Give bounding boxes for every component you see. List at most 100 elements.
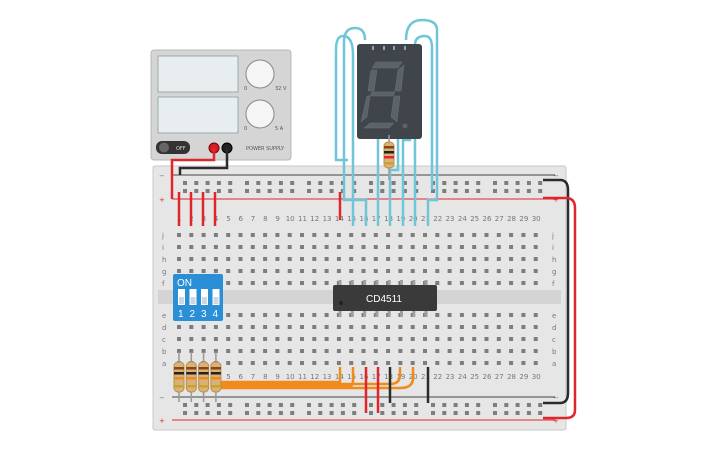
breadboard-hole[interactable] (263, 257, 268, 261)
breadboard-hole[interactable] (226, 325, 231, 329)
breadboard-hole[interactable] (386, 257, 391, 261)
breadboard-hole[interactable] (472, 361, 477, 365)
breadboard-hole[interactable] (201, 337, 206, 341)
breadboard-hole[interactable] (238, 269, 243, 273)
breadboard-hole[interactable] (263, 313, 268, 317)
breadboard-hole[interactable] (349, 361, 354, 365)
breadboard-hole[interactable] (238, 361, 243, 365)
breadboard-hole[interactable] (226, 349, 231, 353)
breadboard-hole[interactable] (398, 245, 403, 249)
breadboard-hole[interactable] (263, 245, 268, 249)
breadboard-hole[interactable] (189, 325, 194, 329)
breadboard-hole[interactable] (459, 257, 464, 261)
breadboard-hole[interactable] (201, 269, 206, 273)
breadboard-hole[interactable] (373, 325, 378, 329)
breadboard-hole[interactable] (213, 325, 218, 329)
breadboard-hole[interactable] (275, 281, 280, 285)
rail-hole[interactable] (493, 189, 497, 193)
breadboard-hole[interactable] (312, 269, 317, 273)
rail-hole[interactable] (369, 189, 373, 193)
wire-red-right-rail[interactable] (543, 196, 577, 420)
breadboard-hole[interactable] (472, 281, 477, 285)
rail-hole[interactable] (380, 181, 385, 185)
breadboard-hole[interactable] (533, 233, 538, 237)
breadboard-hole[interactable] (336, 233, 341, 237)
breadboard-hole[interactable] (410, 257, 415, 261)
breadboard-hole[interactable] (300, 337, 304, 341)
pulldown-resistor[interactable] (198, 352, 210, 402)
breadboard-hole[interactable] (521, 349, 526, 353)
rail-hole[interactable] (538, 181, 543, 185)
breadboard-hole[interactable] (275, 313, 280, 317)
breadboard-hole[interactable] (386, 269, 391, 273)
breadboard-hole[interactable] (324, 313, 329, 317)
breadboard-hole[interactable] (447, 337, 452, 341)
rail-hole[interactable] (307, 181, 311, 185)
breadboard-hole[interactable] (521, 361, 526, 365)
breadboard-hole[interactable] (324, 281, 329, 285)
rail-hole[interactable] (318, 181, 323, 185)
breadboard-hole[interactable] (472, 233, 477, 237)
breadboard-hole[interactable] (484, 325, 489, 329)
breadboard-hole[interactable] (177, 269, 181, 273)
breadboard-hole[interactable] (459, 269, 464, 273)
rail-hole[interactable] (290, 411, 295, 415)
breadboard-hole[interactable] (312, 257, 317, 261)
rail-hole[interactable] (267, 181, 272, 185)
breadboard-hole[interactable] (201, 349, 206, 353)
breadboard-hole[interactable] (213, 257, 218, 261)
breadboard-hole[interactable] (263, 349, 268, 353)
breadboard-hole[interactable] (373, 361, 378, 365)
rail-hole[interactable] (352, 411, 357, 415)
rail-hole[interactable] (515, 189, 520, 193)
breadboard-hole[interactable] (509, 233, 514, 237)
breadboard-hole[interactable] (398, 269, 403, 273)
breadboard-hole[interactable] (250, 361, 255, 365)
rail-hole[interactable] (329, 411, 334, 415)
rail-hole[interactable] (504, 403, 509, 407)
breadboard-hole[interactable] (521, 233, 526, 237)
breadboard-hole[interactable] (459, 349, 464, 353)
breadboard-hole[interactable] (410, 361, 415, 365)
wire-black-psu[interactable] (178, 148, 229, 175)
breadboard-hole[interactable] (496, 269, 501, 273)
breadboard-hole[interactable] (423, 233, 427, 237)
breadboard-hole[interactable] (496, 281, 501, 285)
rail-hole[interactable] (504, 411, 509, 415)
breadboard-hole[interactable] (386, 337, 391, 341)
breadboard-hole[interactable] (250, 313, 255, 317)
breadboard-hole[interactable] (287, 257, 292, 261)
breadboard-hole[interactable] (324, 325, 329, 329)
breadboard-hole[interactable] (509, 313, 514, 317)
rail-hole[interactable] (278, 189, 283, 193)
rail-hole[interactable] (340, 411, 345, 415)
breadboard-hole[interactable] (459, 281, 464, 285)
breadboard-hole[interactable] (300, 349, 304, 353)
breadboard-hole[interactable] (361, 325, 366, 329)
rail-hole[interactable] (256, 403, 261, 407)
breadboard-hole[interactable] (263, 269, 268, 273)
breadboard-hole[interactable] (447, 281, 452, 285)
rail-hole[interactable] (245, 189, 249, 193)
rail-hole[interactable] (267, 403, 272, 407)
rail-hole[interactable] (526, 181, 531, 185)
rail-hole[interactable] (278, 181, 283, 185)
breadboard-hole[interactable] (300, 281, 304, 285)
breadboard-hole[interactable] (287, 233, 292, 237)
breadboard-hole[interactable] (238, 233, 243, 237)
wire-orange-1[interactable] (215, 367, 342, 384)
rail-hole[interactable] (194, 181, 199, 185)
breadboard-hole[interactable] (373, 257, 378, 261)
rail-hole[interactable] (318, 403, 323, 407)
breadboard-hole[interactable] (275, 245, 280, 249)
rail-hole[interactable] (352, 403, 357, 407)
breadboard-hole[interactable] (324, 233, 329, 237)
breadboard-hole[interactable] (484, 233, 489, 237)
breadboard-hole[interactable] (312, 233, 317, 237)
breadboard-hole[interactable] (459, 337, 464, 341)
wire-cyan-group[interactable] (334, 18, 439, 226)
breadboard-hole[interactable] (189, 337, 194, 341)
rail-hole[interactable] (245, 181, 249, 185)
rail-hole[interactable] (464, 181, 469, 185)
breadboard-hole[interactable] (300, 257, 304, 261)
